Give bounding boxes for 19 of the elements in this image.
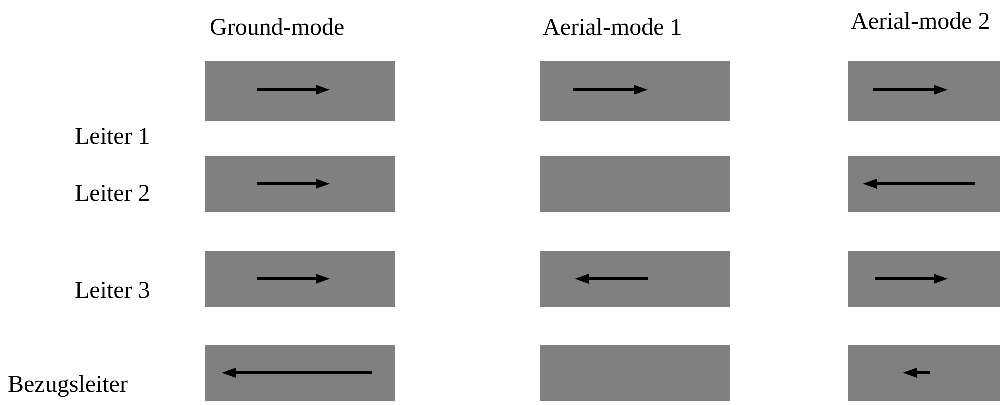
row-label: Leiter 1 bbox=[75, 123, 150, 151]
bar bbox=[205, 61, 395, 121]
bar bbox=[540, 156, 730, 212]
bar bbox=[540, 345, 730, 401]
column-heading: Aerial-mode 1 bbox=[543, 14, 682, 42]
bar bbox=[540, 251, 730, 307]
bar bbox=[848, 61, 1000, 121]
bar bbox=[848, 156, 1000, 212]
bar bbox=[848, 345, 1000, 401]
column-heading: Aerial-mode 2 bbox=[851, 8, 990, 36]
bar bbox=[540, 61, 730, 121]
bar bbox=[848, 251, 1000, 307]
column-heading: Ground-mode bbox=[210, 14, 345, 42]
bar bbox=[205, 345, 395, 401]
bar bbox=[205, 251, 395, 307]
row-label: Leiter 3 bbox=[75, 277, 150, 305]
row-label: Leiter 2 bbox=[75, 180, 150, 208]
row-label: Bezugsleiter bbox=[8, 371, 128, 399]
bar bbox=[205, 156, 395, 212]
